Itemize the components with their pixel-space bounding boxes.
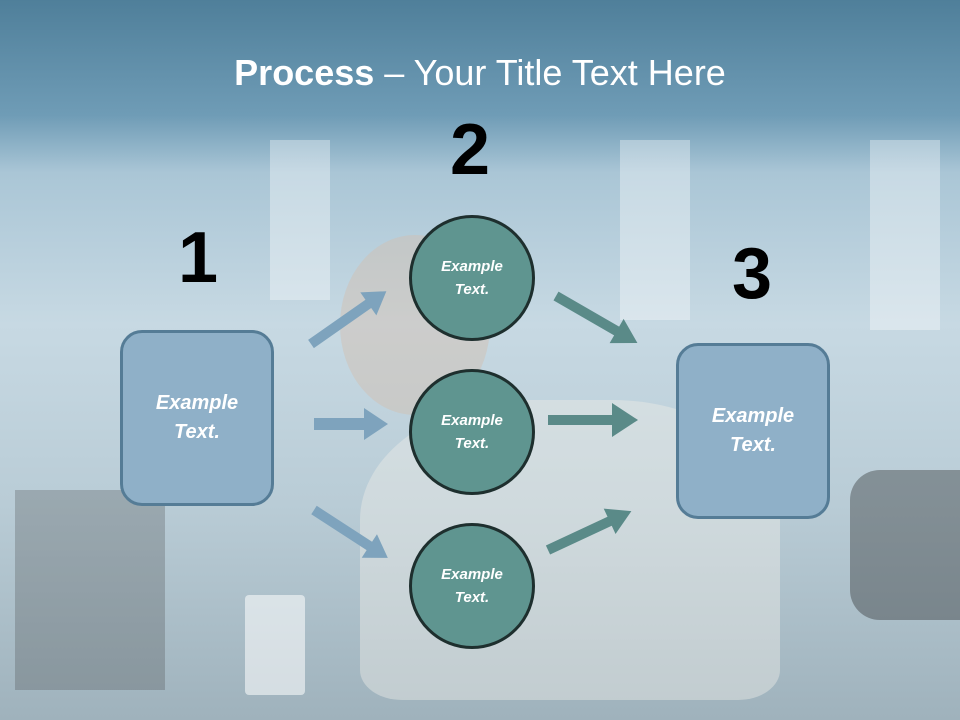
step-1-text: Example Text. — [155, 392, 239, 443]
dark-shape — [850, 470, 960, 620]
circle-2-text: Example Text. — [441, 412, 503, 452]
arrow-from-circle-2 — [548, 403, 638, 437]
arrow-to-circle-1 — [308, 291, 387, 349]
step-1-box: Example Text. — [120, 330, 274, 506]
circle-3: Example Text. — [409, 523, 535, 649]
arrow-to-circle-2 — [314, 408, 388, 440]
slide-title: Process – Your Title Text Here — [0, 52, 960, 94]
arrow-from-circle-3 — [545, 508, 632, 555]
circle-1-text: Example Text. — [441, 258, 503, 298]
step-number-1: 1 — [178, 218, 219, 298]
arrow-to-circle-3 — [311, 505, 388, 558]
step-number-2: 2 — [450, 110, 491, 190]
background-window — [620, 140, 690, 320]
background-window — [270, 140, 330, 300]
background-window — [870, 140, 940, 330]
circle-2: Example Text. — [409, 369, 535, 495]
title-bold: Process — [234, 52, 375, 93]
laptop-shape — [15, 490, 165, 690]
step-3-box: Example Text. — [676, 343, 830, 519]
circle-3-text: Example Text. — [441, 566, 503, 606]
coffee-cup — [245, 595, 305, 695]
title-rest: – Your Title Text Here — [374, 52, 726, 93]
circle-1: Example Text. — [409, 215, 535, 341]
step-3-text: Example Text. — [711, 405, 795, 456]
step-number-3: 3 — [732, 234, 773, 314]
arrow-from-circle-1 — [553, 291, 638, 344]
